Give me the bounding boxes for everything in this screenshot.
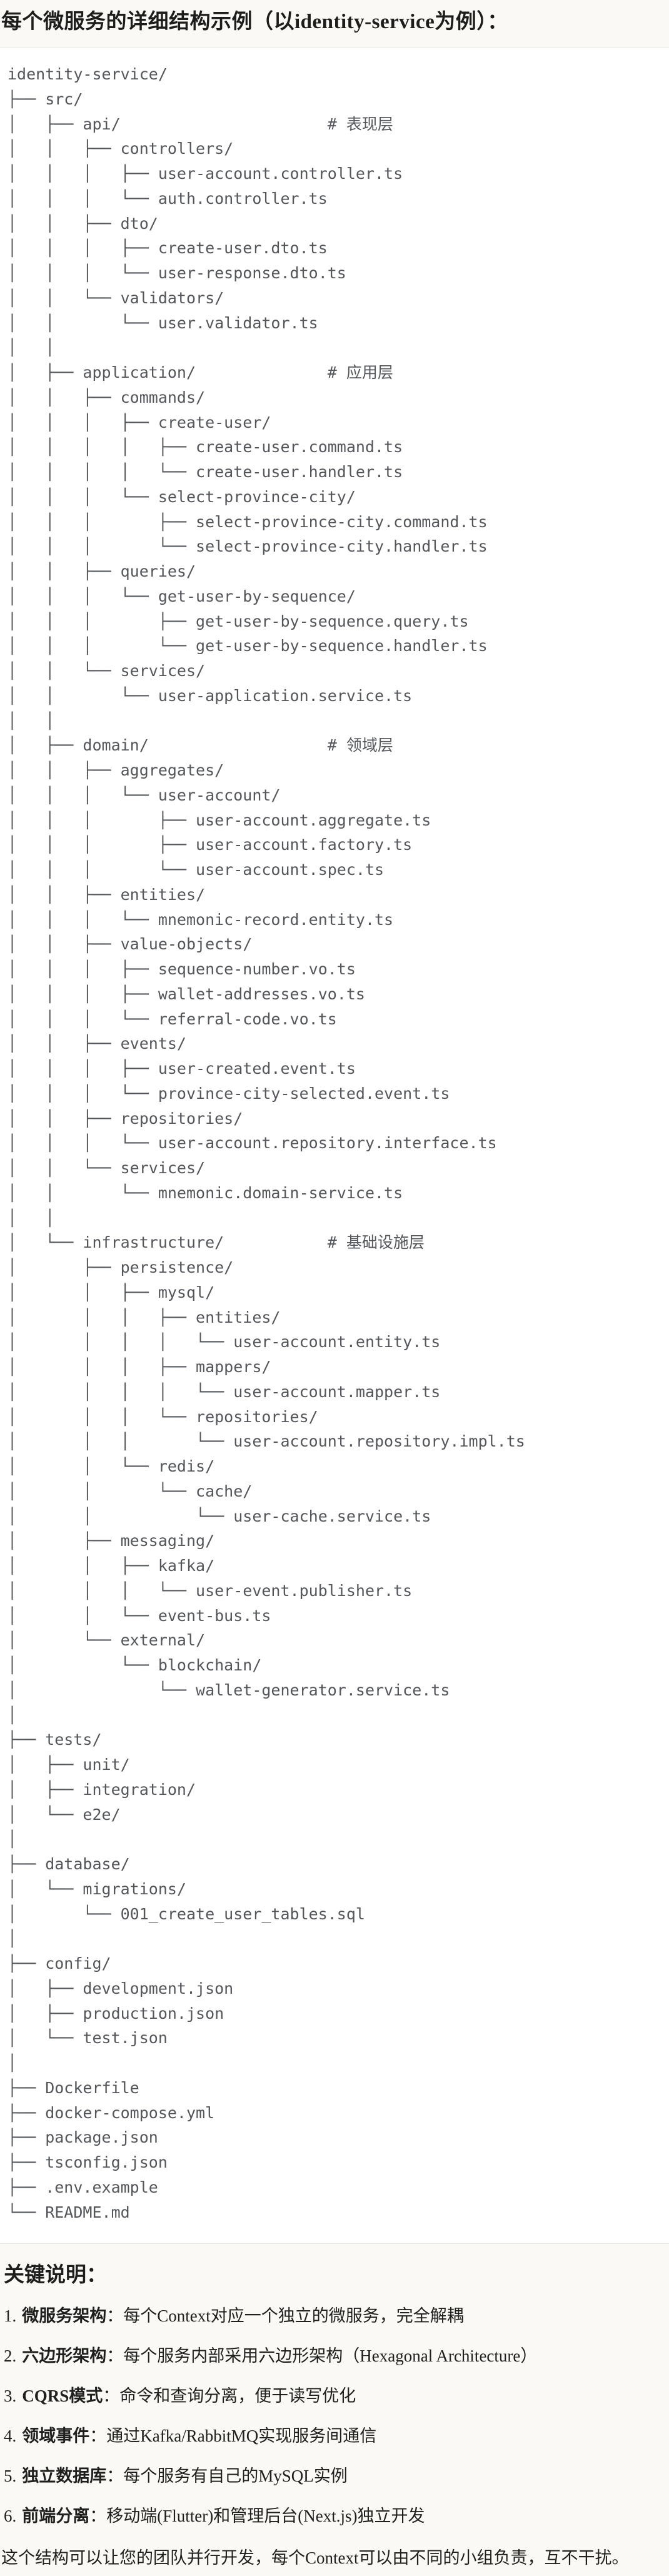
- note-item-text: 移动端(Flutter)和管理后台(Next.js)独立开发: [106, 2507, 425, 2526]
- note-item-colon: ：: [89, 2427, 107, 2446]
- note-item-number: 2.: [4, 2346, 17, 2366]
- note-item-label: 微服务架构: [22, 2306, 107, 2326]
- note-item-number: 1.: [4, 2306, 17, 2326]
- note-item: 6. 前端分离：移动端(Flutter)和管理后台(Next.js)独立开发: [4, 2505, 664, 2528]
- note-item-colon: ：: [106, 2306, 124, 2326]
- note-item: 4. 领域事件：通过Kafka/RabbitMQ实现服务间通信: [4, 2425, 664, 2448]
- note-item-text: 每个服务内部采用六边形架构（Hexagonal Architecture）: [123, 2346, 538, 2366]
- notes-list: 1.微服务架构：每个Context对应一个独立的微服务，完全解耦 2.六边形架构…: [4, 2305, 664, 2528]
- note-item: 1.微服务架构：每个Context对应一个独立的微服务，完全解耦: [4, 2305, 664, 2328]
- note-item: 5. 独立数据库：每个服务有自己的MySQL实例: [4, 2465, 664, 2488]
- note-item-colon: ：: [106, 2346, 124, 2366]
- note-item-number: 4.: [4, 2427, 17, 2446]
- note-item-text: 通过Kafka/RabbitMQ实现服务间通信: [106, 2427, 377, 2446]
- closing-note: 这个结构可以让您的团队并行开发，每个Context可以由不同的小组负责，互不干扰…: [1, 2548, 629, 2568]
- key-notes-section: 关键说明： 1.微服务架构：每个Context对应一个独立的微服务，完全解耦 2…: [0, 2263, 669, 2576]
- note-item-label: 六边形架构: [22, 2346, 107, 2366]
- note-item: 3. CQRS模式：命令和查询分离，便于读写优化: [4, 2385, 664, 2408]
- note-item-number: 6.: [4, 2507, 17, 2526]
- notes-heading: 关键说明：: [4, 2264, 107, 2287]
- note-item-colon: ：: [106, 2467, 124, 2486]
- note-item-label: 领域事件: [22, 2427, 90, 2446]
- note-item-number: 5.: [4, 2467, 17, 2486]
- page-title: 每个微服务的详细结构示例（以identity-service为例）：: [1, 11, 508, 33]
- note-item-label: 前端分离: [22, 2507, 90, 2526]
- note-item-text: 每个Context对应一个独立的微服务，完全解耦: [123, 2306, 464, 2326]
- note-item-label: CQRS模式: [22, 2387, 103, 2406]
- note-item-colon: ：: [89, 2507, 107, 2526]
- note-item-colon: ：: [103, 2387, 120, 2406]
- note-item-label: 独立数据库: [22, 2467, 107, 2486]
- note-item-text: 命令和查询分离，便于读写优化: [119, 2387, 356, 2406]
- note-item-text: 每个服务有自己的MySQL实例: [123, 2467, 348, 2486]
- note-item: 2.六边形架构：每个服务内部采用六边形架构（Hexagonal Architec…: [4, 2345, 664, 2368]
- note-item-number: 3.: [4, 2387, 17, 2406]
- directory-tree-code-block: identity-service/ ├── src/ │ ├── api/ # …: [0, 47, 669, 2245]
